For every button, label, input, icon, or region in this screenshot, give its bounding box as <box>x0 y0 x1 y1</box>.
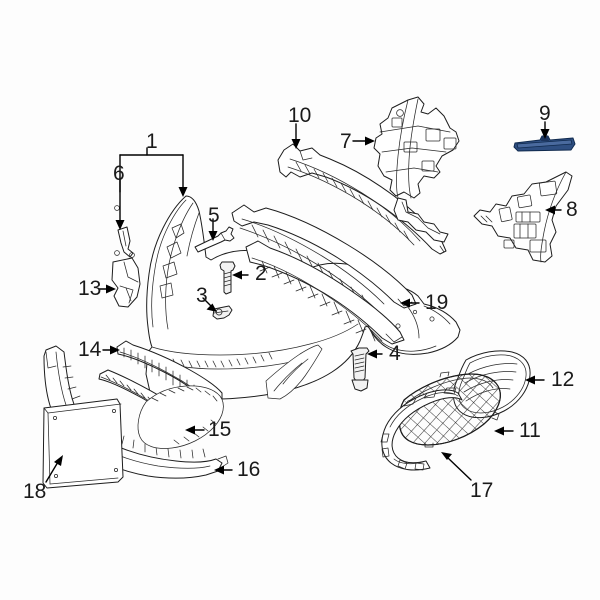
leader-2 <box>232 270 249 280</box>
callout-6[interactable]: 6 <box>113 162 125 185</box>
callout-13[interactable]: 13 <box>78 277 102 300</box>
part-trim-molding-strip-highlighted <box>513 135 576 152</box>
leader-11 <box>494 426 514 436</box>
leader-3 <box>202 297 217 312</box>
callout-5[interactable]: 5 <box>208 204 220 227</box>
part-bolt-screw <box>219 261 236 295</box>
leader-19 <box>400 298 420 308</box>
callout-2[interactable]: 2 <box>255 262 267 285</box>
callout-19[interactable]: 19 <box>425 291 449 314</box>
callout-12[interactable]: 12 <box>551 368 575 391</box>
part-license-plate-bracket <box>42 398 124 489</box>
leader-15 <box>185 425 205 435</box>
part-radiator-support-upper <box>277 143 447 255</box>
part-long-bolt <box>350 347 370 392</box>
leader-5 <box>208 218 218 241</box>
leader-4 <box>367 349 383 359</box>
callout-3[interactable]: 3 <box>196 284 208 307</box>
part-bumper-filler-bracket <box>111 257 141 308</box>
leader-13 <box>98 284 116 294</box>
callout-7[interactable]: 7 <box>340 130 352 153</box>
part-clip-fastener <box>194 226 235 253</box>
leader-6 <box>115 177 125 230</box>
callout-8[interactable]: 8 <box>566 198 578 221</box>
leader-17 <box>441 452 472 481</box>
leader-8 <box>545 205 562 215</box>
callout-17[interactable]: 17 <box>470 479 494 502</box>
part-mesh-grille-insert <box>398 371 501 448</box>
leader-10 <box>291 123 301 149</box>
leader-12 <box>525 375 545 385</box>
callout-11[interactable]: 11 <box>519 419 541 442</box>
part-bumper-side-bracket <box>473 171 573 263</box>
leader-14 <box>102 345 120 355</box>
part-fog-lamp-trim-ring <box>380 387 463 471</box>
part-push-pin-clip <box>212 305 233 320</box>
callout-4[interactable]: 4 <box>389 342 401 365</box>
callout-18[interactable]: 18 <box>23 480 47 503</box>
leader-9 <box>540 121 550 139</box>
leader-16 <box>214 465 233 475</box>
callout-15[interactable]: 15 <box>208 418 232 441</box>
part-impact-absorber-lower <box>245 240 405 345</box>
leader-1 <box>119 147 188 197</box>
callout-10[interactable]: 10 <box>288 104 312 127</box>
part-headlamp-mounting-bracket <box>373 96 460 243</box>
callout-1[interactable]: 1 <box>146 130 158 153</box>
leader-7 <box>352 136 375 146</box>
leader-18 <box>45 455 63 483</box>
part-bumper-bracket-left <box>117 226 135 258</box>
callout-16[interactable]: 16 <box>237 458 261 481</box>
callout-14[interactable]: 14 <box>78 338 102 361</box>
callout-9[interactable]: 9 <box>539 102 551 125</box>
part-impact-absorber-bar <box>231 204 417 312</box>
